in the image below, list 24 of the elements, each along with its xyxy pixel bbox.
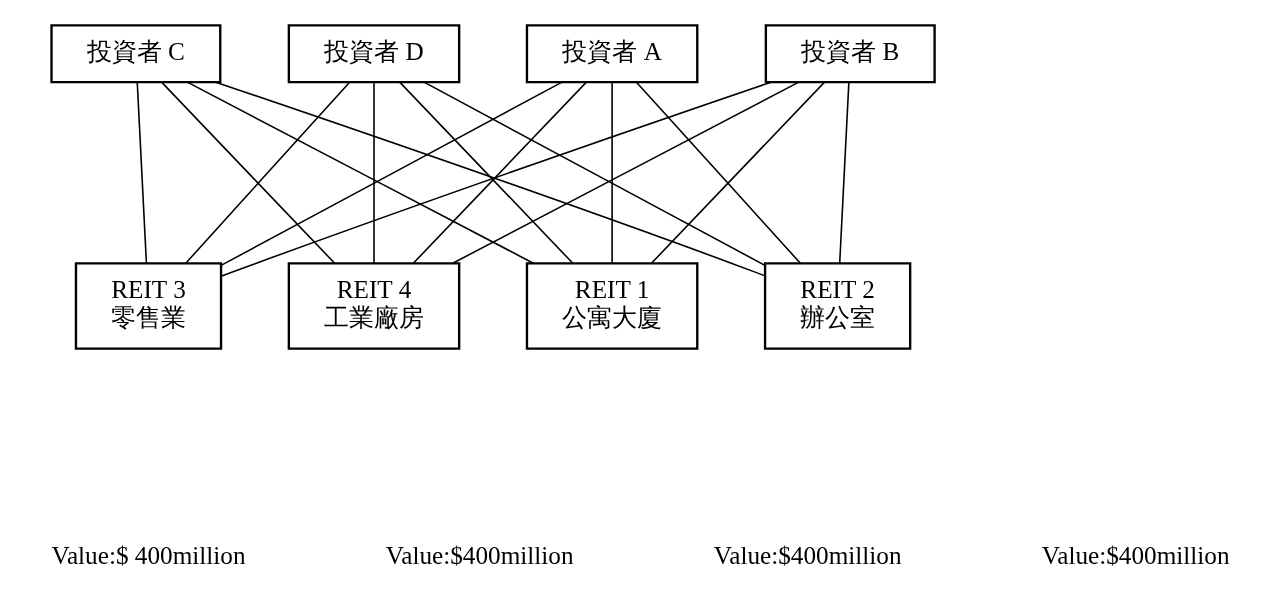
label: Value:$400million: [713, 541, 902, 569]
label: Value:$ 400million: [51, 541, 246, 569]
node-box: REIT 3 零售業: [74, 261, 223, 350]
connector: [373, 81, 375, 264]
node-box: 投資者 A: [525, 23, 699, 83]
connector: [220, 80, 563, 266]
connector: [161, 81, 336, 264]
connector: [186, 80, 535, 264]
connector: [136, 81, 148, 264]
node-box: REIT 4 工業廠房: [287, 261, 461, 350]
node-box: REIT 2 辦公室: [763, 261, 912, 350]
connector: [611, 81, 613, 264]
node-box: 投資者 C: [50, 23, 222, 83]
node-box: 投資者 D: [287, 23, 461, 83]
connector: [650, 81, 826, 264]
connector: [423, 80, 766, 266]
connector: [838, 81, 850, 264]
node-box: 投資者 B: [764, 23, 936, 83]
connector: [635, 81, 802, 264]
connector: [184, 81, 351, 264]
label: Value:$400million: [385, 541, 574, 569]
connector: [451, 80, 800, 264]
node-box: REIT 1 公寓大廈: [525, 261, 699, 350]
label: Value:$400million: [1041, 541, 1230, 569]
